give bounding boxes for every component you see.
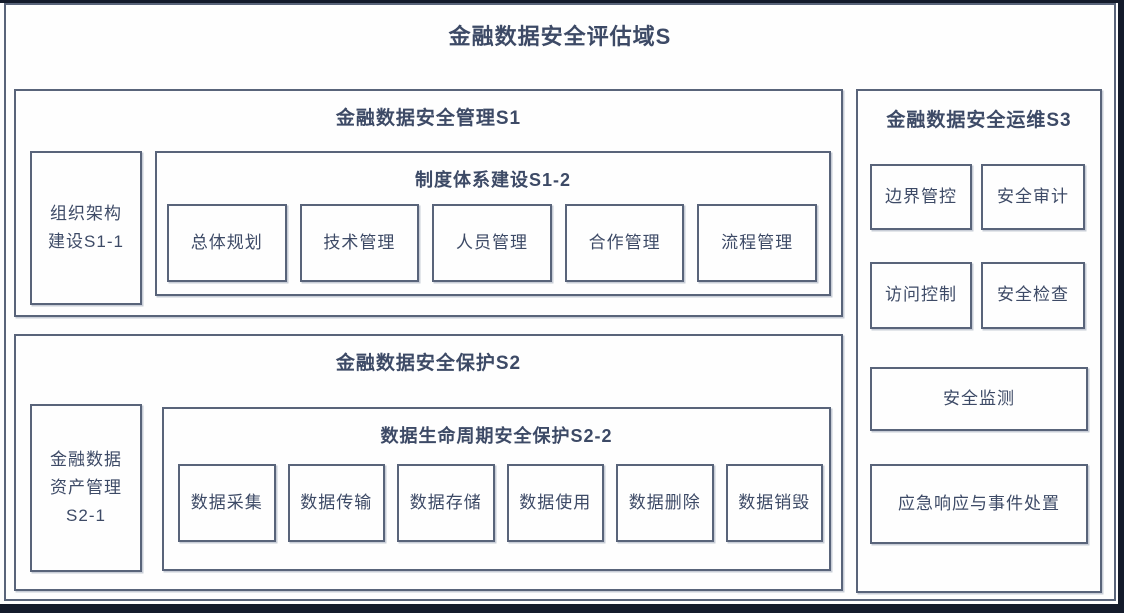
box-s2-1-data-asset-management: 金融数据资产管理S2-1 (30, 404, 142, 572)
box-s1-1-organization: 组织架构建设S1-1 (30, 151, 142, 305)
box-boundary-control: 边界管控 (870, 164, 972, 230)
box-data-deletion: 数据删除 (616, 464, 714, 542)
box-technology-management: 技术管理 (299, 204, 420, 282)
section-s1-security-management: 金融数据安全管理S1 组织架构建设S1-1 制度体系建设S1-2 总体规划 技术… (14, 89, 843, 317)
frame-edge-right (1118, 0, 1124, 613)
section-s2-security-protection: 金融数据安全保护S2 金融数据资产管理S2-1 数据生命周期安全保护S2-2 数… (14, 334, 843, 591)
box-overall-planning: 总体规划 (167, 204, 287, 282)
frame-edge-top (0, 0, 1124, 3)
box-cooperation-management: 合作管理 (564, 204, 685, 282)
subsection-s2-2-lifecycle-protection: 数据生命周期安全保护S2-2 数据采集 数据传输 数据存储 数据使用 数据删除 … (162, 407, 831, 571)
box-personnel-management: 人员管理 (432, 204, 552, 282)
s2-title: 金融数据安全保护S2 (335, 353, 522, 374)
s1-2-items-row: 总体规划 技术管理 人员管理 合作管理 流程管理 (167, 204, 817, 282)
s2-2-title: 数据生命周期安全保护S2-2 (380, 426, 613, 446)
s1-1-label: 组织架构建设S1-1 (48, 203, 124, 251)
assessment-domain-box: 金融数据安全评估域S 金融数据安全管理S1 组织架构建设S1-1 制度体系建设S… (4, 3, 1116, 601)
box-security-inspection: 安全检查 (981, 262, 1085, 329)
box-data-destruction: 数据销毁 (725, 464, 823, 542)
box-security-monitoring: 安全监测 (870, 367, 1088, 431)
subsection-s1-2-policy-system: 制度体系建设S1-2 总体规划 技术管理 人员管理 合作管理 流程管理 (155, 151, 831, 296)
s2-1-label: 金融数据资产管理S2-1 (50, 449, 122, 526)
s1-2-title: 制度体系建设S1-2 (414, 170, 572, 190)
box-emergency-response-incident-handling: 应急响应与事件处置 (870, 464, 1088, 544)
box-data-usage: 数据使用 (506, 464, 604, 542)
s3-title: 金融数据安全运维S3 (886, 110, 1072, 131)
section-s3-security-operations: 金融数据安全运维S3 边界管控 安全审计 访问控制 安全检查 安全监测 应急响应… (856, 89, 1102, 593)
box-data-transmission: 数据传输 (287, 464, 385, 542)
box-process-management: 流程管理 (697, 204, 817, 282)
box-data-collection: 数据采集 (178, 464, 276, 542)
s1-title: 金融数据安全管理S1 (335, 108, 522, 129)
box-security-audit: 安全审计 (981, 164, 1085, 230)
frame-edge-bottom (0, 604, 1124, 613)
s2-2-items-row: 数据采集 数据传输 数据存储 数据使用 数据删除 数据销毁 (178, 464, 823, 542)
box-data-storage: 数据存储 (397, 464, 495, 542)
box-access-control: 访问控制 (870, 262, 972, 329)
page-title: 金融数据安全评估域S (448, 24, 672, 49)
